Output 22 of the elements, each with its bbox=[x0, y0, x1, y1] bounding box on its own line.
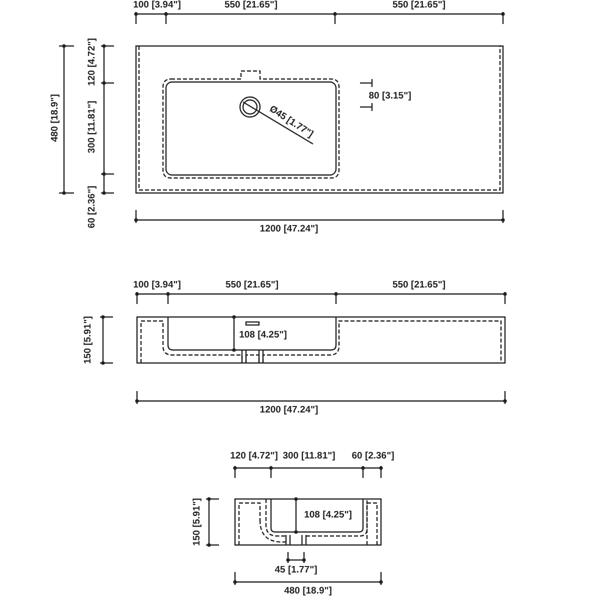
dimension-label: 550 [21.65"] bbox=[224, 0, 278, 10]
dimension-label: 550 [21.65"] bbox=[392, 0, 446, 10]
dimension-label: 1200 [47.24"] bbox=[260, 405, 318, 415]
dimension-label: 108 [4.25"] bbox=[304, 510, 352, 520]
dimension-label: 60 [2.36"] bbox=[87, 186, 97, 228]
dimension-label: 300 [11.81"] bbox=[282, 451, 336, 461]
dimension-label: 550 [21.65"] bbox=[392, 280, 446, 290]
dimension-label: 480 [18.9"] bbox=[50, 94, 60, 142]
dimension-label: 108 [4.25"] bbox=[239, 330, 287, 340]
dimension-label: 60 [2.36"] bbox=[352, 451, 394, 461]
dimension-label: 150 [5.91"] bbox=[83, 316, 93, 364]
dimension-label: 120 [4.72"] bbox=[87, 38, 97, 86]
dimension-label: 120 [4.72"] bbox=[230, 451, 278, 461]
dimension-label: 80 [3.15"] bbox=[368, 91, 412, 101]
dimension-label: 45 [1.77"] bbox=[274, 565, 318, 575]
dimension-label: 100 [3.94"] bbox=[133, 0, 181, 10]
dimension-label: 300 [11.81"] bbox=[87, 100, 97, 154]
dimension-label: 480 [18.9"] bbox=[284, 586, 332, 596]
dimension-label: 550 [21.65"] bbox=[225, 280, 279, 290]
dimension-label: 100 [3.94"] bbox=[133, 280, 181, 290]
dimension-label: 150 [5.91"] bbox=[192, 498, 202, 546]
dimension-label: 1200 [47.24"] bbox=[260, 224, 318, 234]
